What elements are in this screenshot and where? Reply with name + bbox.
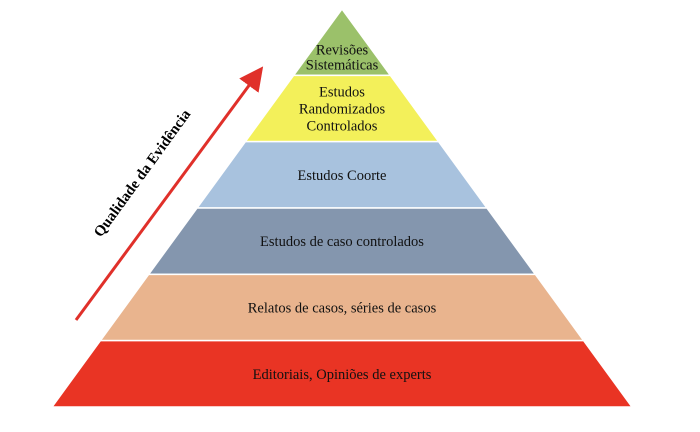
layer-label-line: Sistemáticas xyxy=(306,57,379,73)
layer-label-line: Revisões xyxy=(316,42,369,58)
layer-label-line: Estudos xyxy=(319,85,365,101)
layer-label-line: Estudos de caso controlados xyxy=(260,234,424,250)
pyramid-layer-label: Estudos de caso controlados xyxy=(260,234,424,250)
quality-axis-label: Qualidade da Evidência xyxy=(91,107,194,241)
layer-label-line: Controlados xyxy=(307,119,378,135)
layer-label-line: Editoriais, Opiniões de experts xyxy=(253,367,432,383)
quality-arrow xyxy=(74,66,264,321)
layer-label-line: Randomizados xyxy=(299,102,386,118)
pyramid-layer-label: Relatos de casos, séries de casos xyxy=(248,301,437,317)
pyramid-layer-label: Estudos Coorte xyxy=(297,168,386,184)
pyramid-layer-6 xyxy=(50,339,634,408)
pyramid-layer-label: Editoriais, Opiniões de experts xyxy=(253,367,432,383)
layer-label-line: Estudos Coorte xyxy=(297,168,386,184)
layer-label-line: Relatos de casos, séries de casos xyxy=(248,301,437,317)
